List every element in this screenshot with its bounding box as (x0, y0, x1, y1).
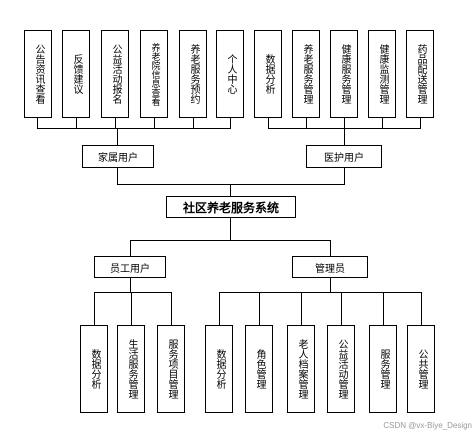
admin-function-node: 数据分析 (205, 325, 233, 413)
admin-function-node: 老人档案管理 (287, 325, 315, 413)
staff-function-node: 服务项目管理 (157, 325, 185, 413)
staff-function-node: 数据分析 (80, 325, 108, 413)
medical-function-node: 药品配送管理 (406, 30, 434, 118)
watermark-text: CSDN @vx-Biye_Design (383, 421, 472, 430)
admin-function-node: 公益活动管理 (327, 325, 355, 413)
admin-function-node: 服务管理 (369, 325, 397, 413)
medical-function-node: 数据分析 (254, 30, 282, 118)
family-function-node: 养老院信息查看 (140, 30, 168, 118)
family-function-node: 个人中心 (216, 30, 244, 118)
medical-function-node: 健康服务管理 (330, 30, 358, 118)
staff-user-node: 员工用户 (94, 256, 166, 278)
system-root-node: 社区养老服务系统 (166, 196, 296, 218)
admin-user-node: 管理员 (292, 256, 368, 278)
family-function-node: 公益活动报名 (101, 30, 129, 118)
staff-function-node: 生活服务管理 (117, 325, 145, 413)
family-function-node: 反馈建议 (62, 30, 90, 118)
medical-function-node: 健康监测管理 (368, 30, 396, 118)
medical-user-node: 医护用户 (306, 145, 382, 168)
family-function-node: 公告资讯查看 (24, 30, 52, 118)
admin-function-node: 公共管理 (407, 325, 435, 413)
family-user-node: 家属用户 (82, 145, 154, 168)
admin-function-node: 角色管理 (245, 325, 273, 413)
family-function-node: 养老服务预约 (179, 30, 207, 118)
medical-function-node: 养老服务管理 (292, 30, 320, 118)
